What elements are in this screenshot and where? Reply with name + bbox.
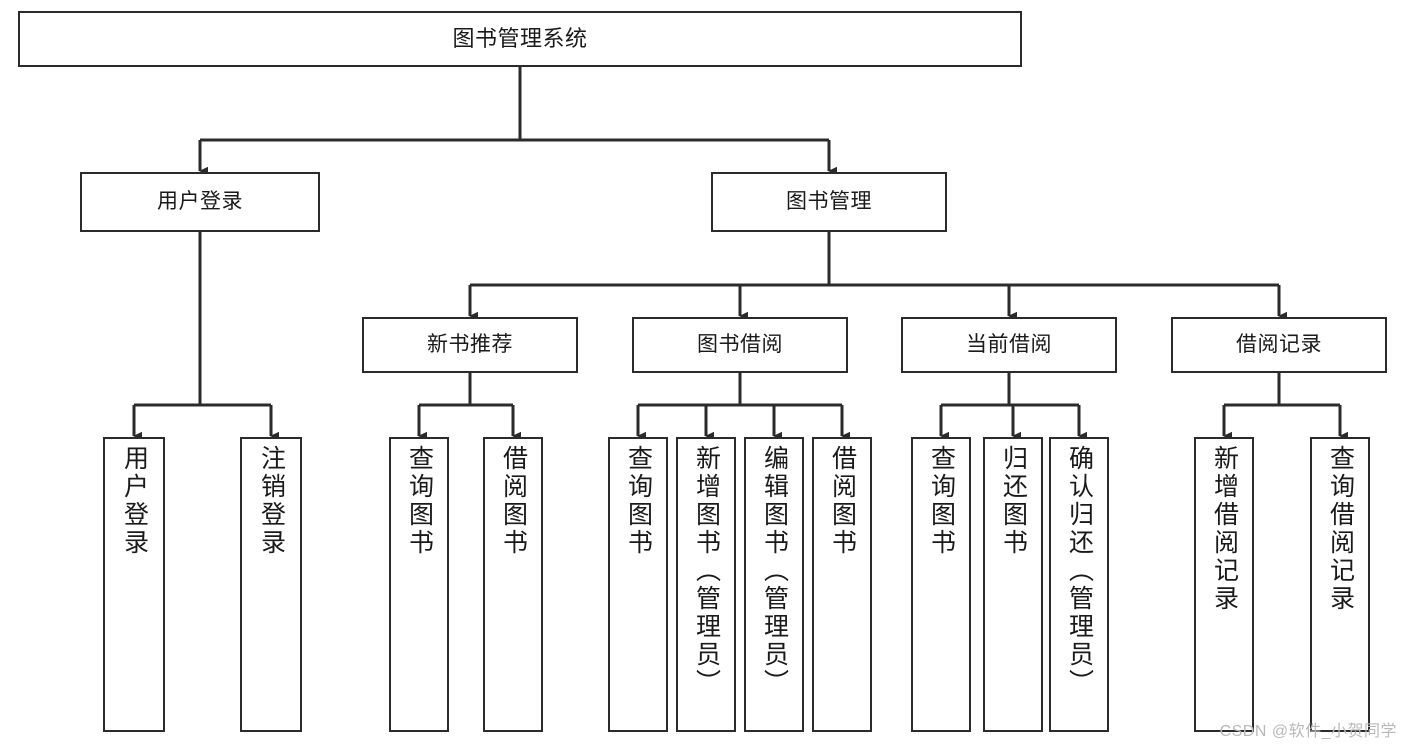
node-new-book-recommend[interactable]: 新书推荐 (362, 317, 578, 373)
node-leaf-query-borrow-record[interactable]: 查询借阅记录 (1310, 437, 1370, 732)
node-label-leaf-add-borrow-record: 新增借阅记录 (1210, 445, 1239, 613)
node-label-borrow-record: 借阅记录 (1236, 333, 1322, 357)
node-label-leaf-logout-login: 注销登录 (257, 445, 286, 557)
node-label-leaf-query-borrow-record: 查询借阅记录 (1326, 445, 1355, 613)
node-leaf-query-book-current[interactable]: 查询图书 (911, 437, 971, 732)
node-leaf-add-book-admin[interactable]: 新增图书（管理员） (676, 437, 736, 732)
node-leaf-borrow-book-recommend[interactable]: 借阅图书 (483, 437, 543, 732)
node-leaf-edit-book-admin[interactable]: 编辑图书（管理员） (744, 437, 804, 732)
node-label-leaf-query-book-borrow: 查询图书 (624, 445, 653, 557)
node-current-borrow[interactable]: 当前借阅 (901, 317, 1117, 373)
node-root[interactable]: 图书管理系统 (18, 11, 1022, 67)
node-label-root: 图书管理系统 (452, 25, 588, 51)
node-leaf-return-book[interactable]: 归还图书 (983, 437, 1043, 732)
node-leaf-confirm-return-admin[interactable]: 确认归还（管理员） (1049, 437, 1109, 732)
node-leaf-add-borrow-record[interactable]: 新增借阅记录 (1194, 437, 1254, 732)
node-label-leaf-borrow-book-borrow: 借阅图书 (828, 445, 857, 557)
node-label-leaf-confirm-return-admin: 确认归还（管理员） (1065, 445, 1094, 697)
node-label-leaf-query-book-current: 查询图书 (927, 445, 956, 557)
node-label-book-manage: 图书管理 (786, 190, 872, 214)
node-book-manage[interactable]: 图书管理 (711, 172, 947, 232)
node-label-new-book-recommend: 新书推荐 (427, 333, 513, 357)
node-leaf-logout-login[interactable]: 注销登录 (240, 437, 302, 732)
node-label-leaf-edit-book-admin: 编辑图书（管理员） (760, 445, 789, 697)
node-label-leaf-borrow-book-recommend: 借阅图书 (499, 445, 528, 557)
node-leaf-query-book-borrow[interactable]: 查询图书 (608, 437, 668, 732)
node-leaf-borrow-book-borrow[interactable]: 借阅图书 (812, 437, 872, 732)
node-label-leaf-return-book: 归还图书 (999, 445, 1028, 557)
node-label-leaf-user-login: 用户登录 (120, 445, 149, 557)
node-book-borrow[interactable]: 图书借阅 (632, 317, 848, 373)
node-label-user-login: 用户登录 (157, 190, 243, 214)
node-leaf-query-book-recommend[interactable]: 查询图书 (389, 437, 449, 732)
node-label-leaf-add-book-admin: 新增图书（管理员） (692, 445, 721, 697)
node-label-current-borrow: 当前借阅 (966, 333, 1052, 357)
node-user-login[interactable]: 用户登录 (80, 172, 320, 232)
node-leaf-user-login[interactable]: 用户登录 (103, 437, 165, 732)
node-label-leaf-query-book-recommend: 查询图书 (405, 445, 434, 557)
node-label-book-borrow: 图书借阅 (697, 333, 783, 357)
node-borrow-record[interactable]: 借阅记录 (1171, 317, 1387, 373)
watermark-label: CSDN @软件_小贺同学 (1219, 723, 1397, 740)
